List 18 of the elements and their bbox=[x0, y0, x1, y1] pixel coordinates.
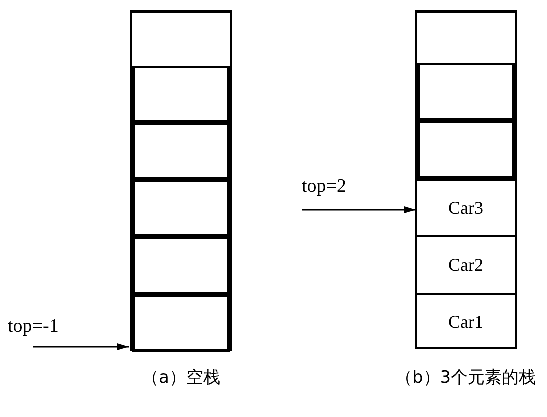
stack-container bbox=[415, 10, 517, 349]
empty-stack-cell bbox=[132, 295, 230, 352]
empty-stack-cell bbox=[132, 180, 230, 237]
pointer-label: top=2 bbox=[302, 176, 346, 198]
stack-cell: Car1 bbox=[417, 293, 515, 350]
pointer-label: top=-1 bbox=[8, 316, 59, 338]
stack-container bbox=[130, 10, 232, 351]
stack-cell: Car2 bbox=[417, 235, 515, 293]
empty-stack-cell bbox=[417, 121, 515, 179]
stack-label: （a）空栈 bbox=[142, 367, 220, 389]
stack-cell: Car3 bbox=[417, 179, 515, 235]
empty-stack-cell bbox=[132, 123, 230, 180]
stack-label: （b）3个元素的栈 bbox=[396, 367, 536, 389]
empty-stack-cell bbox=[417, 63, 515, 121]
empty-stack-cell bbox=[132, 66, 230, 123]
empty-stack-cell bbox=[132, 237, 230, 295]
arrow bbox=[302, 206, 416, 214]
arrow bbox=[33, 343, 129, 351]
